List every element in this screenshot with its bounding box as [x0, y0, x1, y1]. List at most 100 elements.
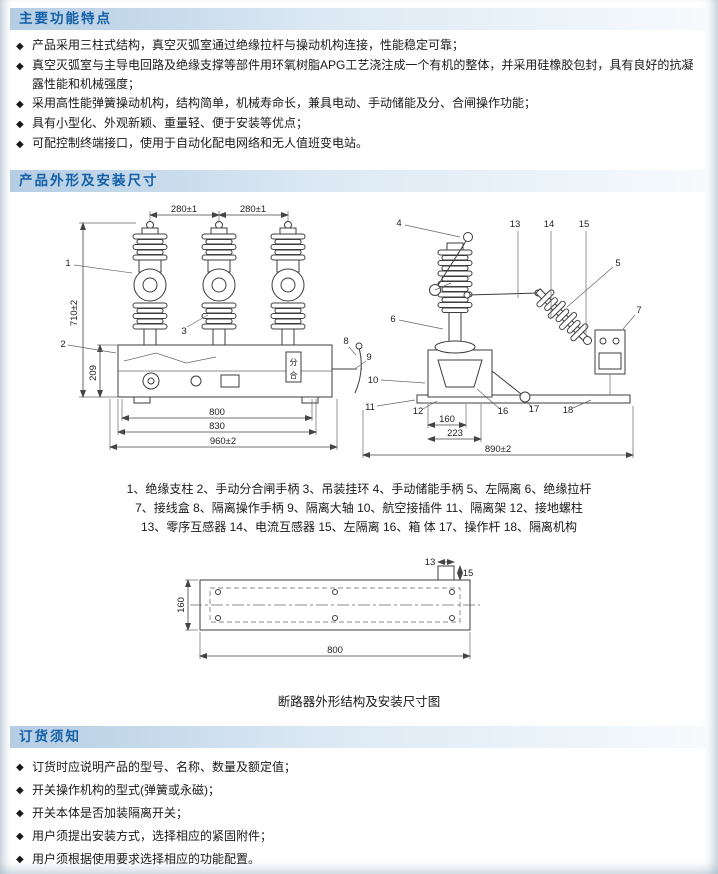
- dim-label: 160: [439, 414, 455, 425]
- list-item: ◆ 采用高性能弹簧操动机构，结构简单，机械寿命长，兼具电动、手动储能及分、合闸操…: [16, 94, 704, 114]
- callout-4: 4: [396, 218, 461, 238]
- svg-text:15: 15: [579, 219, 590, 230]
- list-item: ◆ 真空灭弧室与主导电回路及绝缘支撑等部件用环氧树脂APG工艺浇注成一个有机的整…: [16, 56, 704, 94]
- callout-3: 3: [181, 314, 209, 337]
- callout-7: 7: [622, 305, 642, 330]
- isolation-insulator: [535, 288, 592, 345]
- diamond-bullet-icon: ◆: [16, 854, 24, 865]
- manual-crank-handle: [429, 232, 473, 296]
- dim-label: 160: [176, 597, 187, 613]
- svg-text:7: 7: [636, 305, 641, 316]
- insulator-pole: [201, 221, 237, 346]
- callout-5: 5: [566, 258, 621, 308]
- svg-text:9: 9: [366, 352, 371, 363]
- feature-text: 真空灭弧室与主导电回路及绝缘支撑等部件用环氧树脂APG工艺浇注成一个有机的整体，…: [32, 58, 694, 91]
- list-item: ◆ 用户须根据使用要求选择相应的功能配置。: [16, 848, 704, 871]
- callout-1: 1: [65, 258, 133, 274]
- callout-15: 15: [579, 219, 590, 333]
- callout-16: 16: [476, 388, 509, 417]
- svg-text:8: 8: [343, 336, 348, 347]
- dim-label: 890±2: [485, 444, 511, 455]
- dim-label: 960±2: [210, 436, 236, 447]
- dimension-160-side: 160: [427, 404, 467, 428]
- dimension-830: 830: [117, 399, 317, 435]
- diamond-bullet-icon: ◆: [16, 61, 24, 72]
- svg-text:11: 11: [365, 402, 375, 413]
- list-item: ◆ 产品采用三柱式结构，真空灭弧室通过绝缘拉杆与操动机构连接，性能稳定可靠；: [16, 36, 704, 56]
- junction-box: [594, 329, 626, 395]
- cabinet-box: [427, 349, 493, 398]
- dimension-13: 13: [425, 557, 455, 568]
- dim-label: 280±1: [240, 204, 266, 215]
- callout-6: 6: [390, 314, 444, 330]
- diamond-bullet-icon: ◆: [16, 785, 24, 796]
- callout-14: 14: [544, 219, 555, 318]
- svg-text:18: 18: [563, 405, 574, 416]
- dim-label: 710±2: [69, 300, 80, 326]
- callout-11: 11: [365, 399, 416, 413]
- front-view-drawing: 分 合 280±1 280±1 710±2 209: [60, 204, 372, 450]
- callout-8: 8: [343, 336, 357, 356]
- insulator-pole: [270, 221, 306, 346]
- dimension-160-top: 160: [176, 579, 198, 631]
- dimension-15: 15: [457, 565, 473, 581]
- section-header-ordering: 订货须知: [10, 726, 706, 748]
- manual-handle: [354, 347, 362, 394]
- section-title: 主要功能特点: [19, 11, 112, 26]
- parts-line: 1、绝缘支柱 2、手动分合闸手柄 3、吊装挂环 4、手动储能手柄 5、左隔离 6…: [126, 482, 592, 496]
- dimension-890: 890±2: [362, 406, 634, 458]
- feature-text: 采用高性能弹簧操动机构，结构简单，机械寿命长，兼具电动、手动储能及分、合闸操作功…: [32, 96, 537, 110]
- list-item: ◆ 可配控制终端接口，使用于自动化配电网络和无人值班变电站。: [16, 134, 704, 154]
- svg-text:2: 2: [60, 339, 65, 350]
- mechanism-box: 分 合: [117, 342, 363, 404]
- ordering-text: 用户须根据使用要求选择相应的功能配置。: [32, 852, 261, 866]
- diamond-bullet-icon: ◆: [16, 808, 24, 819]
- svg-text:14: 14: [544, 219, 555, 230]
- svg-text:16: 16: [498, 406, 509, 417]
- isolation-link: [463, 289, 542, 299]
- diamond-bullet-icon: ◆: [16, 831, 24, 842]
- side-view-drawing: 13 14 15 4 5 6 7 10: [362, 218, 642, 458]
- parts-line: 7、接线盒 8、隔离操作手柄 9、隔离大轴 10、航空接插件 11、隔离架 12…: [135, 501, 583, 515]
- feature-text: 具有小型化、外观新颖、重量轻、便于安装等优点；: [32, 116, 309, 130]
- dim-label: 223: [447, 428, 463, 439]
- dimension-209: 209: [88, 344, 118, 398]
- svg-text:4: 4: [396, 218, 401, 229]
- dimension-960: 960±2: [109, 399, 338, 450]
- svg-text:17: 17: [529, 404, 540, 415]
- list-item: ◆ 开关操作机构的型式(弹簧或永磁)；: [16, 779, 704, 802]
- list-item: ◆ 用户须提出安装方式，选择相应的紧固附件；: [16, 825, 704, 848]
- section-header-dimensions: 产品外形及安装尺寸: [10, 170, 706, 192]
- svg-text:1: 1: [65, 258, 70, 269]
- dim-label: 800: [327, 645, 343, 656]
- diamond-bullet-icon: ◆: [16, 139, 24, 150]
- indicator-close-label: 合: [290, 370, 298, 380]
- svg-text:3: 3: [181, 326, 186, 337]
- callout-9: 9: [355, 352, 372, 369]
- dim-label: 800: [209, 407, 225, 418]
- svg-text:12: 12: [413, 406, 424, 417]
- callout-2: 2: [60, 339, 117, 354]
- section-title: 产品外形及安装尺寸: [19, 173, 159, 188]
- diamond-bullet-icon: ◆: [16, 119, 24, 130]
- ordering-text: 用户须提出安装方式，选择相应的紧固附件；: [32, 829, 273, 843]
- list-item: ◆ 订货时应说明产品的型号、名称、数量及额定值；: [16, 756, 704, 779]
- callout-10: 10: [368, 375, 426, 386]
- diamond-bullet-icon: ◆: [16, 762, 24, 773]
- parts-legend: 1、绝缘支柱 2、手动分合闸手柄 3、吊装挂环 4、手动储能手柄 5、左隔离 6…: [0, 480, 718, 537]
- feature-text: 可配控制终端接口，使用于自动化配电网络和无人值班变电站。: [32, 136, 369, 150]
- ordering-list: ◆ 订货时应说明产品的型号、名称、数量及额定值； ◆ 开关操作机构的型式(弹簧或…: [16, 756, 704, 871]
- section-title: 订货须知: [19, 729, 81, 744]
- dim-label: 830: [209, 421, 225, 432]
- current-transformer-ring: [434, 340, 476, 354]
- callout-12: 12: [413, 400, 438, 417]
- feature-text: 产品采用三柱式结构，真空灭弧室通过绝缘拉杆与操动机构连接，性能稳定可靠；: [32, 38, 465, 52]
- diamond-bullet-icon: ◆: [16, 41, 24, 52]
- svg-text:5: 5: [615, 258, 620, 269]
- callout-18: 18: [563, 399, 592, 416]
- operating-rod: [491, 370, 531, 403]
- dim-label: 209: [88, 365, 99, 381]
- callout-13: 13: [510, 219, 520, 298]
- parts-line: 13、零序互感器 14、电流互感器 15、左隔离 16、箱 体 17、操作杆 1…: [140, 520, 578, 534]
